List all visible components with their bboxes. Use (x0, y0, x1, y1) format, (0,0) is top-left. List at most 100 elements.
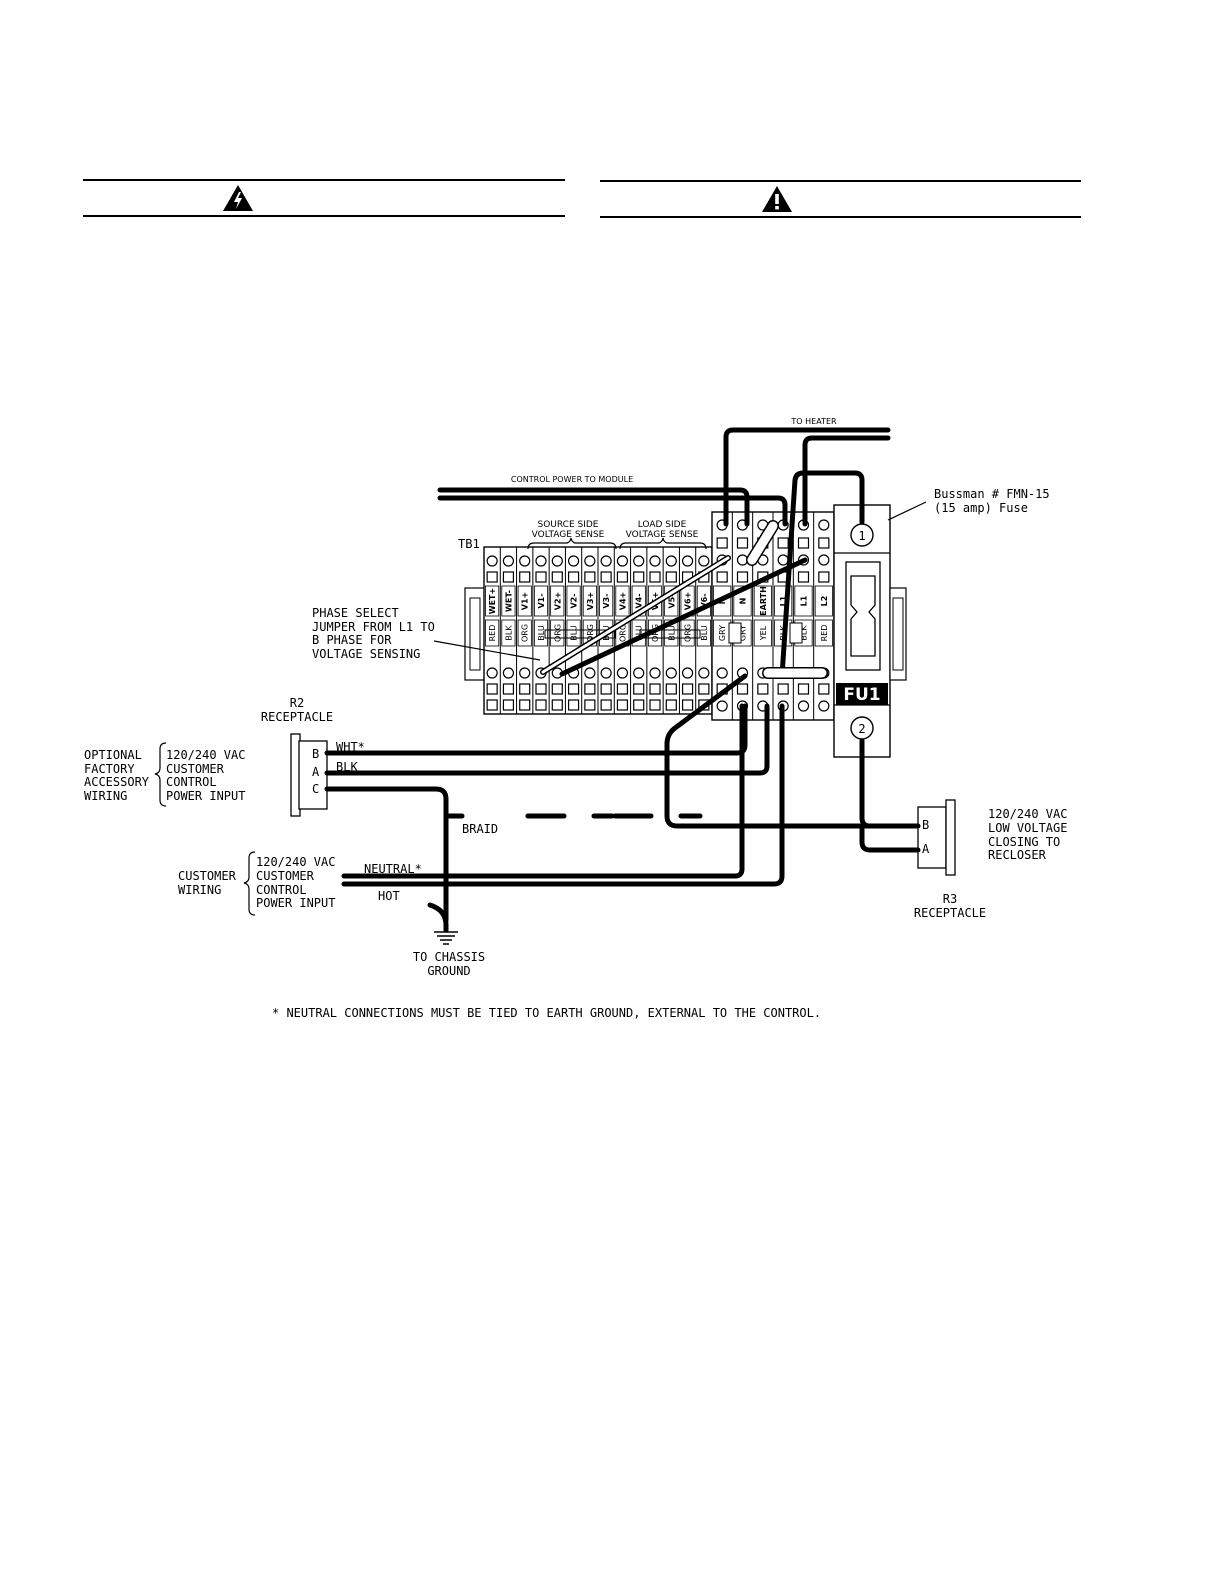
terminal-slot (600, 571, 612, 583)
terminal-color-label: ORG (586, 624, 595, 642)
terminal-label: V2+ (553, 592, 562, 610)
terminal-slot (649, 699, 661, 711)
phase-select-2: JUMPER FROM L1 TO (312, 620, 435, 634)
terminal-slot (797, 537, 810, 549)
r3-label-2: RECEPTACLE (914, 906, 986, 920)
terminal-slot (777, 537, 789, 549)
terminal-label: V4+ (618, 592, 627, 610)
terminal-screw (777, 554, 789, 566)
tb1-mount-rail (464, 587, 486, 681)
terminal-color-label: BLU (537, 625, 546, 641)
terminal-screw (616, 667, 629, 679)
heater-wire-1 (723, 427, 891, 527)
customer-wiring-1: CUSTOMER (178, 869, 237, 883)
terminal-label: V4- (635, 593, 644, 608)
terminal-slot (584, 683, 596, 695)
terminal-color-label: GRY (718, 625, 727, 641)
terminal-color-box (696, 619, 711, 647)
customer-wiring-2: WIRING (178, 883, 221, 897)
terminal-screw (600, 555, 612, 567)
terminal-screw (551, 555, 563, 567)
l1-bridge-box (789, 622, 803, 644)
wht-label: WHT* (336, 740, 365, 754)
terminal-slot (551, 571, 563, 583)
terminal-slot (584, 699, 596, 711)
earth-braid-wire (664, 673, 921, 829)
r2-pin-a: A (312, 765, 320, 779)
terminal-screw (716, 667, 728, 679)
terminal-screw (584, 667, 596, 679)
terminal-label: V6- (700, 593, 709, 608)
customer-input-2: CUSTOMER (256, 869, 315, 883)
r2-label-1: R2 (290, 696, 304, 710)
control-power-wire-2 (437, 495, 788, 527)
terminal-color-box (533, 619, 549, 647)
load-jumper-bar (639, 629, 701, 639)
earth-bridge-box (728, 622, 742, 644)
terminal-screw (486, 555, 498, 567)
control-power-wire-1 (437, 487, 750, 527)
terminal-label-box (599, 585, 614, 617)
terminal-label: V1+ (521, 592, 530, 610)
terminal-slot (681, 683, 694, 695)
r3-input-2: LOW VOLTAGE (988, 821, 1067, 835)
ground-lead (427, 902, 449, 933)
fuse-note-2: (15 amp) Fuse (934, 501, 1028, 515)
terminal-label-box (566, 585, 581, 617)
r2-input-4: POWER INPUT (166, 789, 245, 803)
hot-wire (341, 703, 785, 887)
danger-header-bar (83, 179, 565, 217)
load-brace (619, 537, 707, 550)
r3-input-1: 120/240 VAC (988, 807, 1067, 821)
terminal-label-box (533, 585, 549, 617)
heater-wire-2 (802, 435, 891, 527)
terminal-label: L1 (800, 595, 809, 606)
terminal-screw (818, 700, 830, 712)
phase-select-3: B PHASE FOR (312, 633, 392, 647)
terminal-color-label: RED (488, 625, 497, 642)
terminal-color-box (485, 619, 500, 647)
terminal-screw (600, 667, 612, 679)
terminal-label: V3+ (586, 592, 595, 610)
phase-leader-line (433, 640, 541, 661)
chassis-ground-label-2: GROUND (427, 964, 470, 978)
terminal-label: V2- (570, 593, 579, 608)
terminal-screw (649, 555, 661, 567)
neutral-label: NEUTRAL* (364, 862, 422, 876)
neutral-wire (341, 703, 745, 879)
fuse-line-wire (779, 470, 865, 679)
terminal-color-label: ORG (553, 624, 562, 642)
terminal-color-label: BLU (700, 625, 709, 641)
terminal-slot (681, 699, 694, 711)
terminal-color-label: BLU (667, 625, 676, 641)
r2-receptacle (290, 733, 328, 817)
terminal-label-box (814, 585, 833, 617)
control-power-label: CONTROL POWER TO MODULE (511, 475, 633, 484)
phase-select-jumper (559, 557, 808, 677)
customer-input-3: CONTROL (256, 883, 307, 897)
source-side-label-2: VOLTAGE SENSE (532, 530, 605, 540)
r2-pin-c: C (312, 782, 319, 796)
terminal-screw (681, 555, 694, 567)
terminal-slot (600, 683, 612, 695)
terminal-slot (649, 571, 661, 583)
terminal-slot (567, 571, 580, 583)
terminal-color-box (680, 619, 695, 647)
source-side-label-1: SOURCE SIDE (537, 520, 598, 530)
terminal-label-box (615, 585, 630, 617)
terminal-screw (665, 667, 677, 679)
terminal-slot (584, 571, 596, 583)
caution-triangle-icon (762, 186, 792, 212)
r2-input-2: CUSTOMER (166, 762, 225, 776)
load-side-label-2: VOLTAGE SENSE (626, 530, 699, 540)
r2-pin-b: B (312, 747, 319, 761)
terminal-label: EARTH (759, 586, 768, 616)
terminal-label: V5- (667, 593, 676, 608)
tb1-label: TB1 (458, 537, 480, 551)
caution-header-bar (600, 180, 1081, 218)
terminal-slot (600, 699, 612, 711)
electrical-hazard-icon (223, 185, 253, 211)
fuse-leader-line (887, 501, 927, 521)
r3-input-3: CLOSING TO (988, 835, 1060, 849)
